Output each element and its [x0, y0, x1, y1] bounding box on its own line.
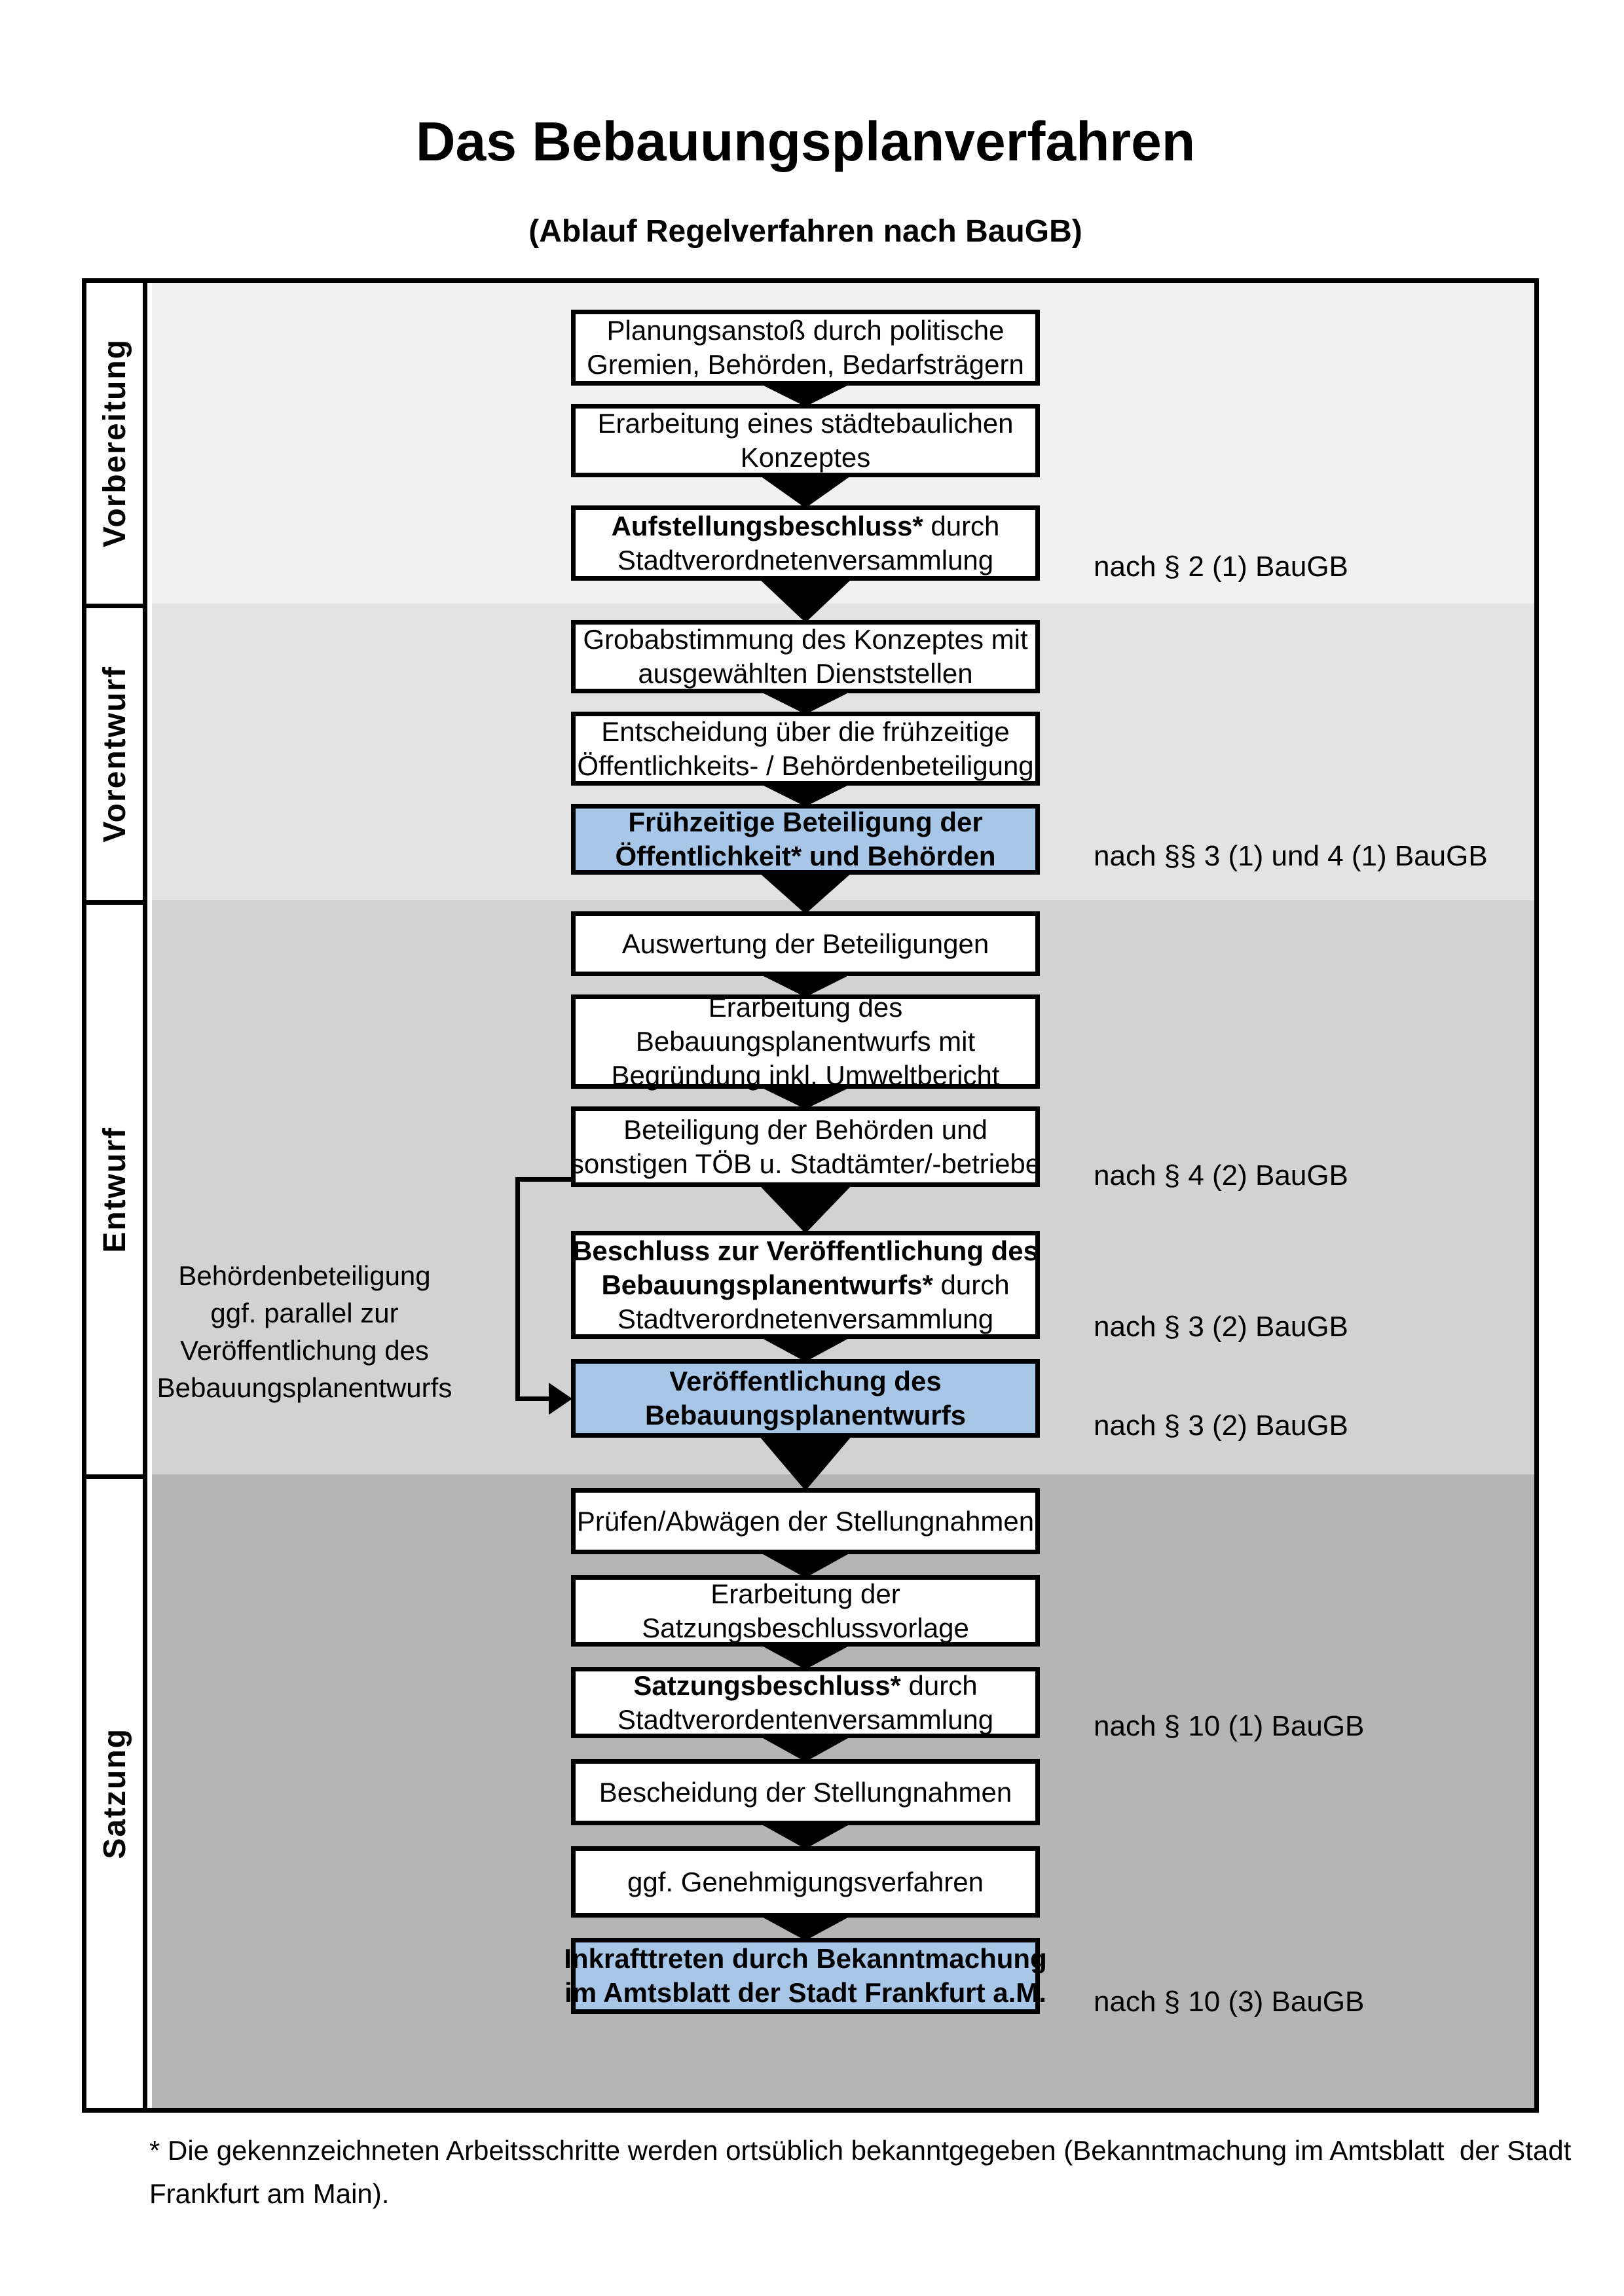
flow-step-bescheidung: Bescheidung der Stellungnahmen	[571, 1759, 1040, 1825]
flow-step-auswertung: Auswertung der Beteiligungen	[571, 911, 1040, 976]
flow-step-entscheidung-beteiligung: Entscheidung über die frühzeitige Öffent…	[571, 712, 1040, 786]
flow-step-aufstellungsbeschluss: Aufstellungsbeschluss* durch Stadtverord…	[571, 505, 1040, 581]
connector-line	[515, 1396, 551, 1401]
phase-cell-vorbereitung: Vorbereitung	[82, 278, 147, 604]
flow-step-pruefen-abwaegen: Prüfen/Abwägen der Stellungnahmen	[571, 1488, 1040, 1554]
flow-step-behoerdenbeteiligung: Beteiligung der Behörden und sonstigen T…	[570, 1106, 1041, 1187]
flow-step-grobabstimmung: Grobabstimmung des Konzeptes mit ausgewä…	[571, 620, 1040, 693]
side-note-line: Bebauungsplanentwurfs	[157, 1372, 452, 1403]
phase-label-vorentwurf: Vorentwurf	[97, 666, 132, 843]
side-note-line: ggf. parallel zur	[210, 1298, 399, 1328]
side-note-line: Veröffentlichung des	[180, 1335, 429, 1366]
flow-step-planungsanstoss: Planungsanstoß durch politische Gremien,…	[571, 310, 1040, 386]
phase-label-entwurf: Entwurf	[97, 1126, 132, 1253]
legal-reference: nach § 10 (3) BauGB	[1094, 1986, 1365, 2018]
connector-line	[515, 1177, 571, 1182]
flow-step-beschluss-veroeffentlichung: Beschluss zur Veröffentlichung des Bebau…	[571, 1231, 1040, 1339]
side-note: Behördenbeteiligung ggf. parallel zur Ve…	[92, 1257, 517, 1406]
flow-step-konzept: Erarbeitung eines städtebaulichen Konzep…	[571, 404, 1040, 477]
flow-step-erarbeitung-entwurf: Erarbeitung des Bebauungsplanentwurfs mi…	[571, 992, 1040, 1091]
flow-step-veroeffentlichung: Veröffentlichung des Bebauungsplanentwur…	[571, 1359, 1040, 1438]
phase-label-vorbereitung: Vorbereitung	[97, 338, 132, 548]
flow-step-inkrafttreten: Inkrafttreten durch Bekanntmachung im Am…	[564, 1938, 1047, 2014]
page-subtitle: (Ablauf Regelverfahren nach BauGB)	[528, 214, 1082, 249]
phase-label-satzung: Satzung	[97, 1728, 132, 1859]
page-title: Das Bebauungsplanverfahren	[415, 111, 1196, 172]
legal-reference: nach § 2 (1) BauGB	[1094, 551, 1348, 583]
flow-step-genehmigungsverfahren: ggf. Genehmigungsverfahren	[571, 1846, 1040, 1918]
legal-reference: nach § 10 (1) BauGB	[1094, 1710, 1365, 1742]
footnote-line: * Die gekennzeichneten Arbeitsschritte w…	[149, 2135, 1572, 2166]
footnote-line: Frankfurt am Main).	[149, 2178, 390, 2209]
connector-line	[515, 1177, 520, 1401]
footnote: * Die gekennzeichneten Arbeitsschritte w…	[149, 2129, 1572, 2215]
side-note-line: Behördenbeteiligung	[178, 1260, 431, 1291]
flow-step-fruehzeitige-beteiligung: Frühzeitige Beteiligung der Öffentlichke…	[571, 804, 1040, 875]
legal-reference: nach § 3 (2) BauGB	[1094, 1311, 1348, 1343]
legal-reference: nach § 3 (2) BauGB	[1094, 1410, 1348, 1442]
flow-step-satzungsbeschlussvorlage: Erarbeitung der Satzungsbeschlussvorlage	[571, 1575, 1040, 1647]
flow-step-satzungsbeschluss: Satzungsbeschluss* durch Stadtverordente…	[571, 1667, 1040, 1738]
phase-cell-vorentwurf: Vorentwurf	[82, 604, 147, 900]
legal-reference: nach § 4 (2) BauGB	[1094, 1159, 1348, 1192]
legal-reference: nach §§ 3 (1) und 4 (1) BauGB	[1094, 840, 1488, 872]
phase-cell-entwurf: Entwurf	[82, 900, 147, 1474]
phase-cell-satzung: Satzung	[82, 1474, 147, 2113]
